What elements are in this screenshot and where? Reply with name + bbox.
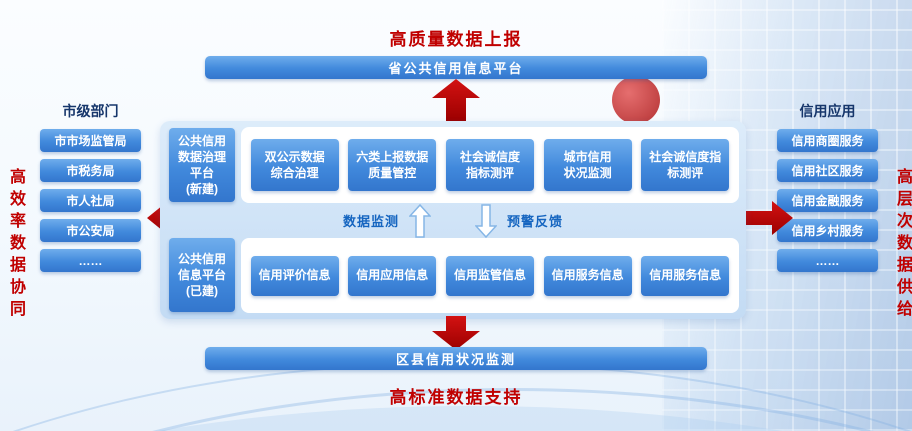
right-arrow-icon <box>741 201 793 235</box>
app-item: …… <box>777 249 878 272</box>
governance-platform-label: 公共信用 数据治理 平台 (新建) <box>169 128 235 202</box>
info-node: 信用评价信息 <box>250 255 339 296</box>
county-monitor-bar: 区县信用状况监测 <box>205 347 707 370</box>
info-node: 信用服务信息 <box>641 255 730 296</box>
governance-node: 六类上报数据 质量管控 <box>348 139 437 191</box>
dept-item: 市市场监管局 <box>40 129 141 152</box>
feedback-down-arrow-icon <box>474 203 498 238</box>
app-item: 信用社区服务 <box>777 159 878 182</box>
info-node: 信用服务信息 <box>543 255 632 296</box>
app-item: 信用商圈服务 <box>777 129 878 152</box>
monitor-up-arrow-icon <box>408 203 432 238</box>
decorative-arc <box>0 388 912 431</box>
left-panel-title: 市级部门 <box>62 103 119 119</box>
dept-item: 市公安局 <box>40 219 141 242</box>
info-node-panel: 信用评价信息 信用应用信息 信用监管信息 信用服务信息 信用服务信息 <box>241 238 739 313</box>
app-item: 信用乡村服务 <box>777 219 878 242</box>
top-flow-label: 高质量数据上报 <box>389 30 523 49</box>
dept-item: …… <box>40 249 141 272</box>
left-departments-panel: 市级部门 市市场监管局 市税务局 市人社局 市公安局 …… <box>40 101 141 272</box>
right-panel-title: 信用应用 <box>799 103 856 119</box>
left-flow-label: 高效率数据协同 <box>7 168 24 322</box>
red-circle-decoration <box>612 76 660 124</box>
bottom-flow-label: 高标准数据支持 <box>389 388 523 407</box>
provincial-platform-bar: 省公共信用信息平台 <box>205 56 707 79</box>
data-exchange-band: 数据监测 预警反馈 <box>160 203 746 238</box>
app-item: 信用金融服务 <box>777 189 878 212</box>
dept-item: 市人社局 <box>40 189 141 212</box>
data-monitor-label: 数据监测 <box>342 214 399 229</box>
warning-feedback-label: 预警反馈 <box>507 214 564 229</box>
info-node: 信用应用信息 <box>348 255 437 296</box>
dept-item: 市税务局 <box>40 159 141 182</box>
governance-node: 社会诚信度指 标测评 <box>641 139 730 191</box>
center-platform-container: 公共信用 数据治理 平台 (新建) 双公示数据 综合治理 六类上报数据 质量管控… <box>160 121 746 319</box>
down-arrow-icon <box>432 316 480 350</box>
governance-node: 社会诚信度 指标测评 <box>445 139 534 191</box>
right-applications-panel: 信用应用 信用商圈服务 信用社区服务 信用金融服务 信用乡村服务 …… <box>777 101 878 272</box>
up-arrow-icon <box>432 79 480 121</box>
governance-node-panel: 双公示数据 综合治理 六类上报数据 质量管控 社会诚信度 指标测评 城市信用 状… <box>241 127 739 203</box>
info-node: 信用监管信息 <box>445 255 534 296</box>
governance-node: 城市信用 状况监测 <box>543 139 632 191</box>
built-platform-label: 公共信用 信息平台 (已建) <box>169 238 235 312</box>
right-flow-label: 高层次数据供给 <box>894 168 911 322</box>
governance-node: 双公示数据 综合治理 <box>250 139 339 191</box>
